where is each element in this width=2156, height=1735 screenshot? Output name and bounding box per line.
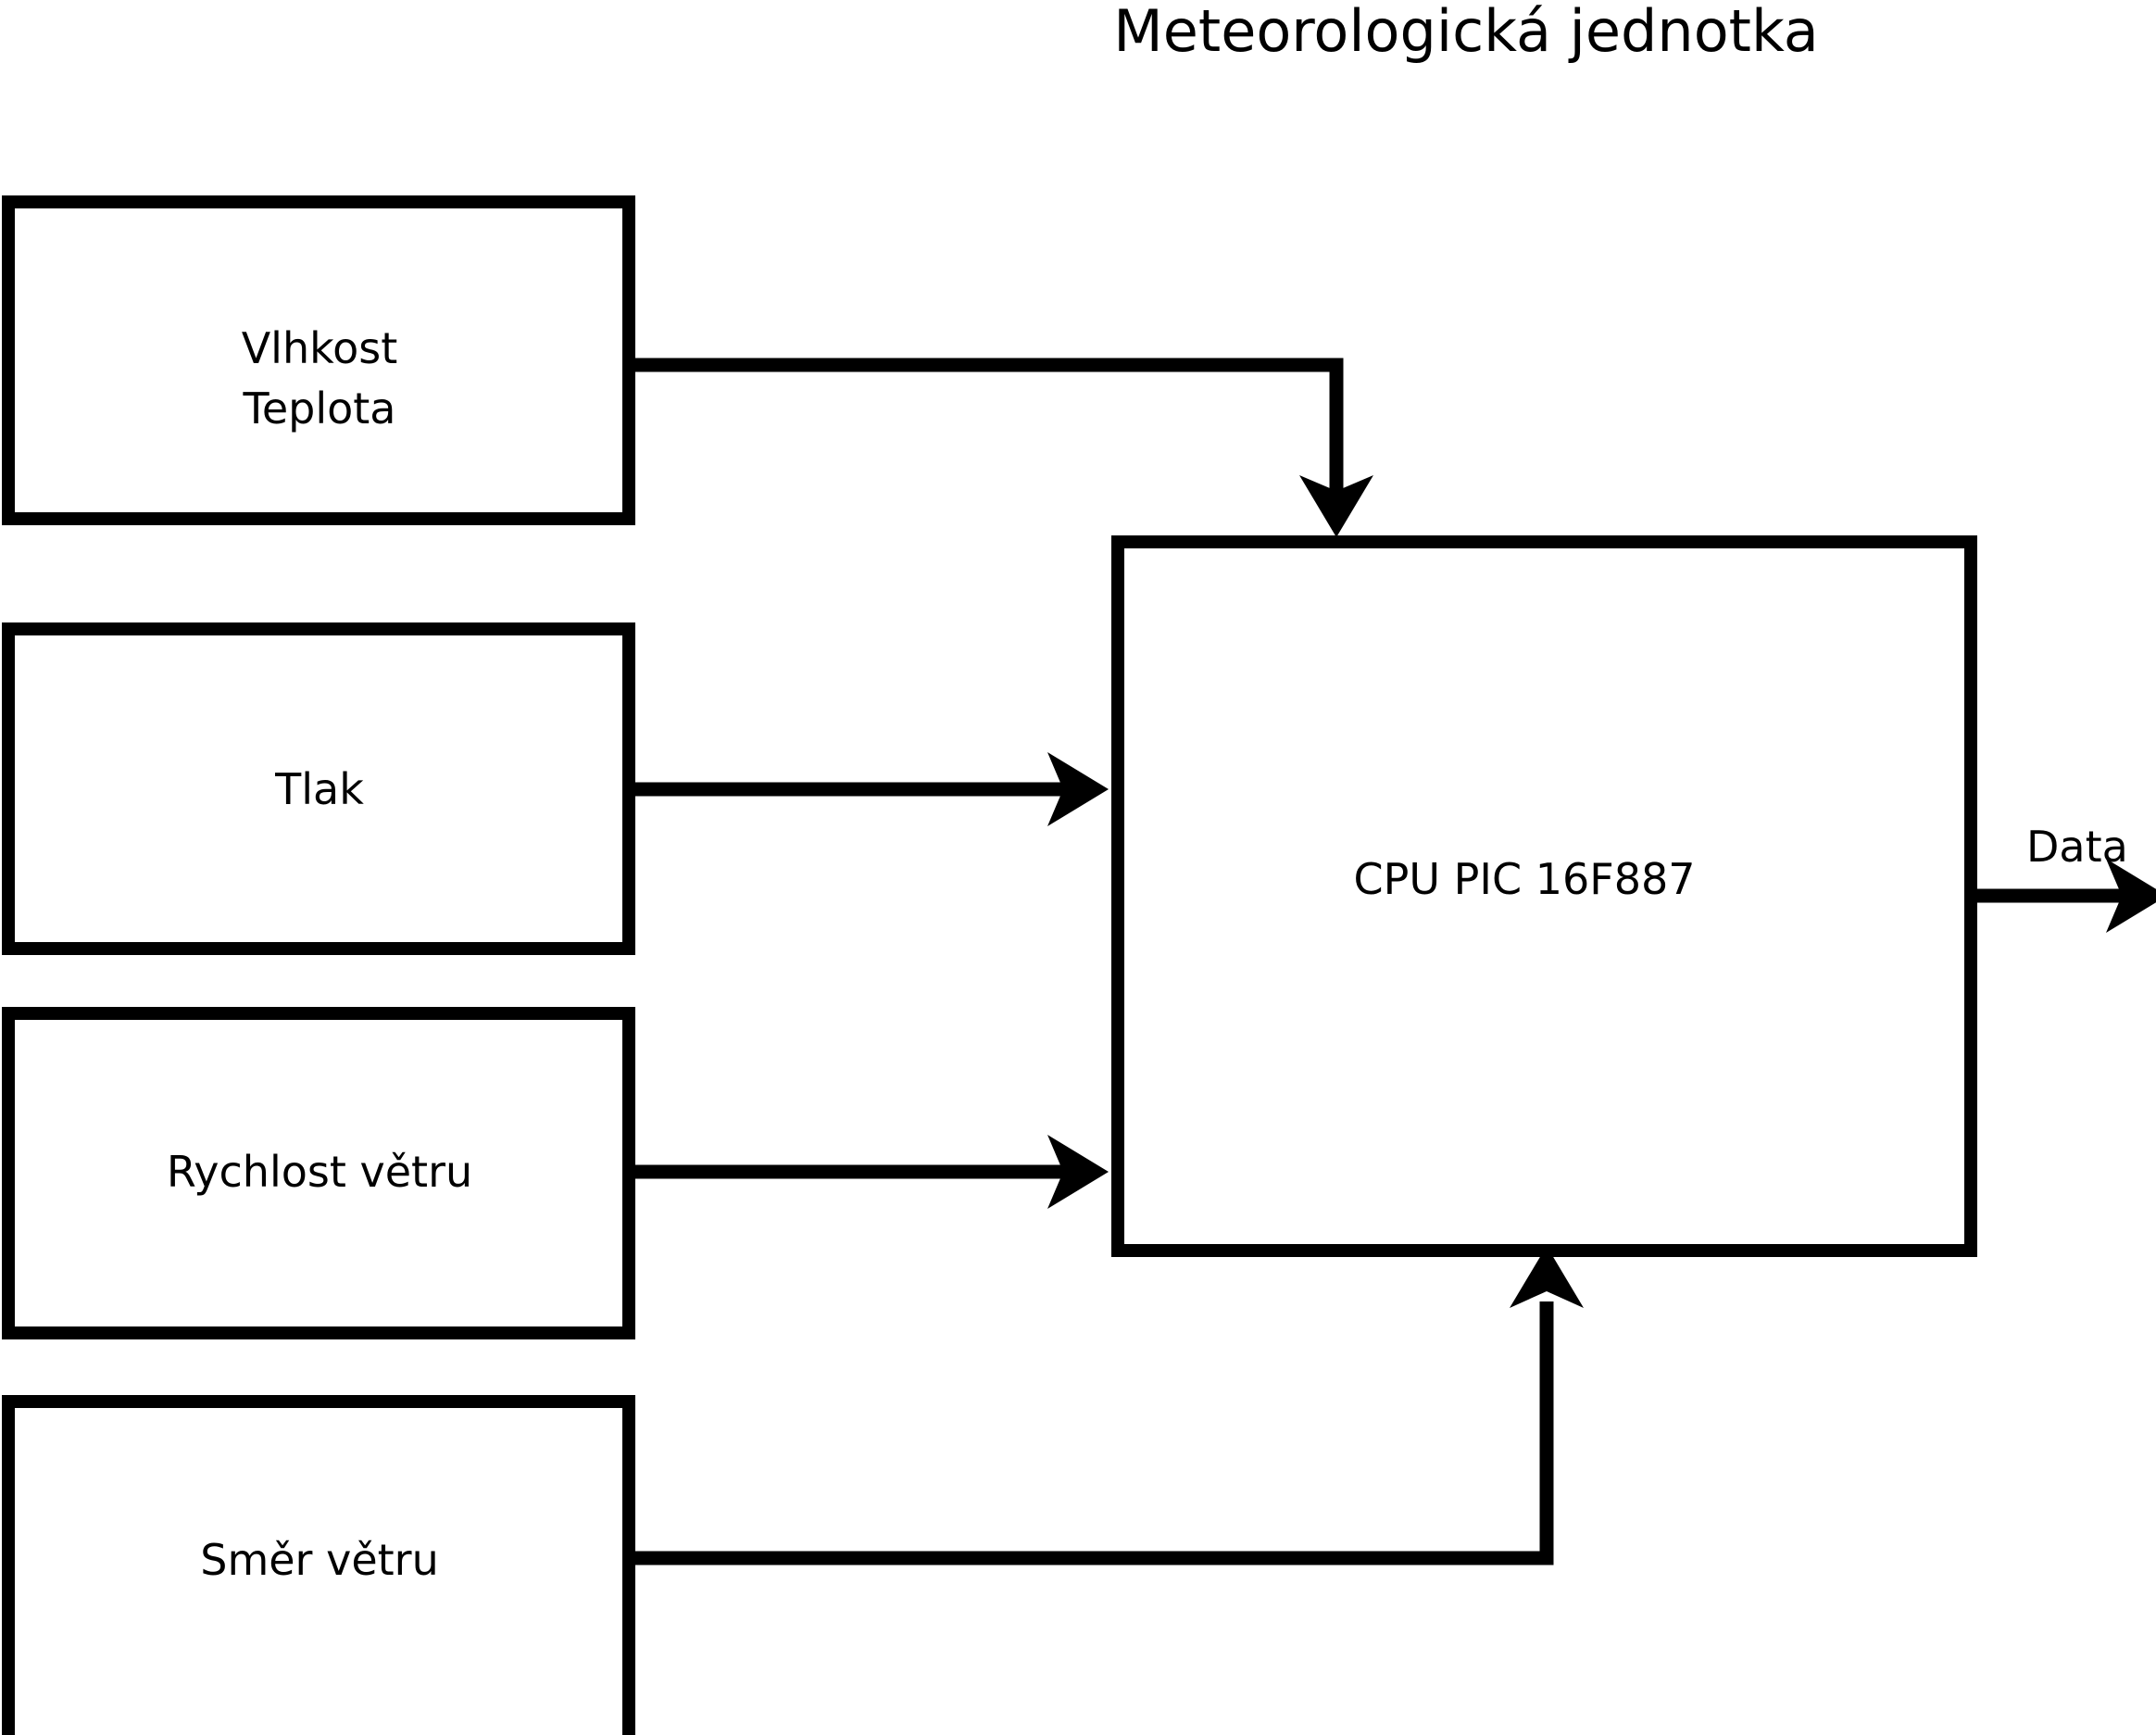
connector-winddirection-to-cpu	[635, 1246, 1584, 1565]
block-pressure-rect[interactable]	[2, 622, 635, 955]
arrowhead-right-pressure	[1047, 752, 1109, 826]
block-humidity-temperature-label-line1: Vlhkost	[242, 323, 398, 373]
block-wind-direction-label: Směr větru	[200, 1535, 438, 1585]
block-wind-speed-label: Rychlost větru	[167, 1147, 472, 1197]
connector-line-winddirection	[635, 1301, 1554, 1565]
page-title: Meteorologická jednotka	[1113, 0, 1819, 65]
connector-windspeed-to-cpu	[635, 1135, 1109, 1209]
block-pressure[interactable]: Tlak	[2, 622, 635, 955]
block-cpu-label: CPU PIC 16F887	[1354, 854, 1696, 904]
block-wind-speed-rect[interactable]	[2, 1007, 635, 1339]
block-humidity-temperature[interactable]: Vlhkost Teplota	[2, 195, 635, 525]
block-humidity-temperature-label-line2: Teplota	[243, 383, 396, 434]
arrowhead-right-windspeed	[1047, 1135, 1109, 1209]
connector-humidity-to-cpu	[635, 358, 1373, 537]
arrowhead-right-data	[2106, 859, 2156, 933]
connector-pressure-to-cpu	[635, 752, 1109, 826]
block-pressure-label: Tlak	[274, 764, 364, 814]
block-humidity-temperature-rect[interactable]	[2, 195, 635, 525]
edge-label-data: Data	[2026, 822, 2128, 872]
block-cpu[interactable]: CPU PIC 16F887	[1111, 535, 1977, 1257]
connector-line-humidity	[635, 358, 1344, 502]
arrowhead-up-winddirection	[1510, 1246, 1584, 1308]
connector-cpu-to-data-output: Data	[1971, 822, 2156, 933]
block-cpu-rect[interactable]	[1111, 535, 1977, 1257]
block-wind-direction-rect[interactable]	[2, 1395, 635, 1735]
arrowhead-down-humidity	[1299, 475, 1373, 537]
block-wind-speed[interactable]: Rychlost větru	[2, 1007, 635, 1339]
block-wind-direction[interactable]: Směr větru	[2, 1395, 635, 1735]
